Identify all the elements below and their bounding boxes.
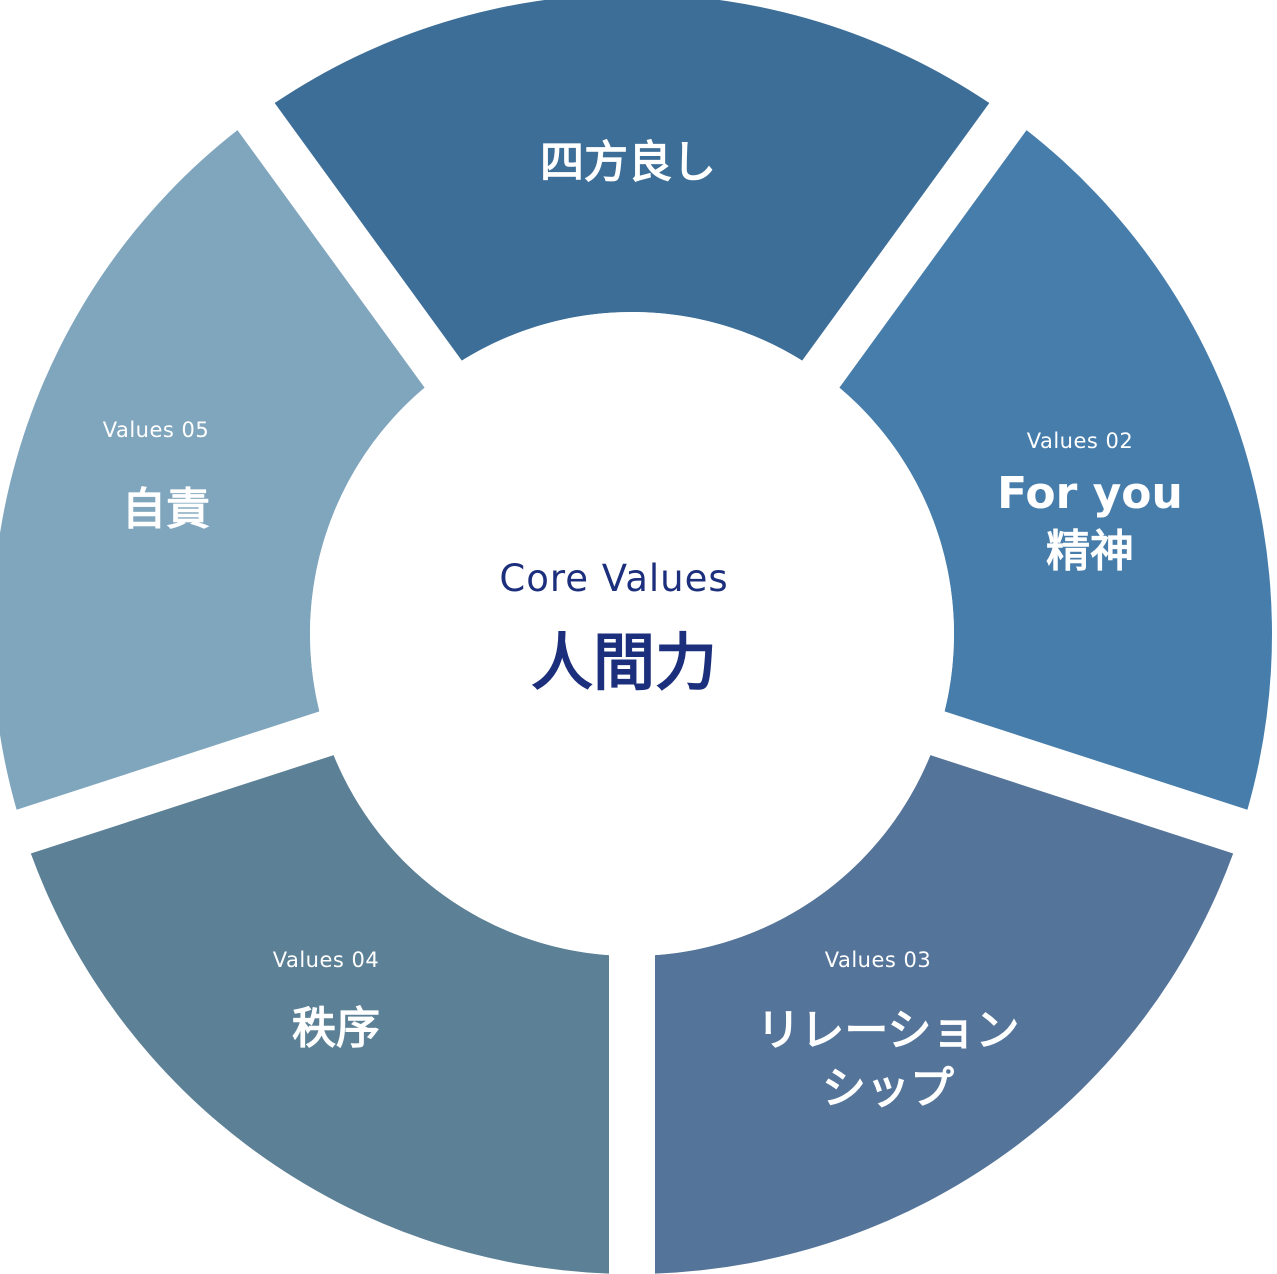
segment-04: Values 04 秩序 [30,755,609,1274]
segment-01-shape [274,0,990,361]
core-label: Core Values [499,557,728,600]
segment-04-tag: Values 04 [273,948,380,972]
segment-01: 四方良し [274,0,990,361]
segment-05: Values 05 自責 [0,130,425,810]
segment-03-label-line-1: リレーション [756,1005,1019,1056]
segment-03-tag: Values 03 [825,948,932,972]
segment-04-shape [30,755,609,1274]
segment-02-tag: Values 02 [1027,429,1134,453]
core-circle-group: Core Values 人間力 [310,312,954,956]
segment-01-label-line-1: 四方良し [540,137,716,188]
segment-02-label-line-1: For you [997,468,1183,519]
core-title: 人間力 [531,626,717,699]
segment-03-shape [655,755,1234,1274]
segment-05-shape [0,130,425,810]
segment-05-tag: Values 05 [103,418,210,442]
segment-05-label-line-1: 自責 [122,484,210,535]
segment-02-label-line-2: 精神 [1046,526,1134,577]
segment-03-label-line-2: シップ [822,1063,954,1114]
segment-02: Values 02 For you 精神 [839,130,1272,810]
core-circle [310,312,954,956]
segment-04-label-line-1: 秩序 [292,1003,380,1054]
segment-02-shape [839,130,1272,810]
